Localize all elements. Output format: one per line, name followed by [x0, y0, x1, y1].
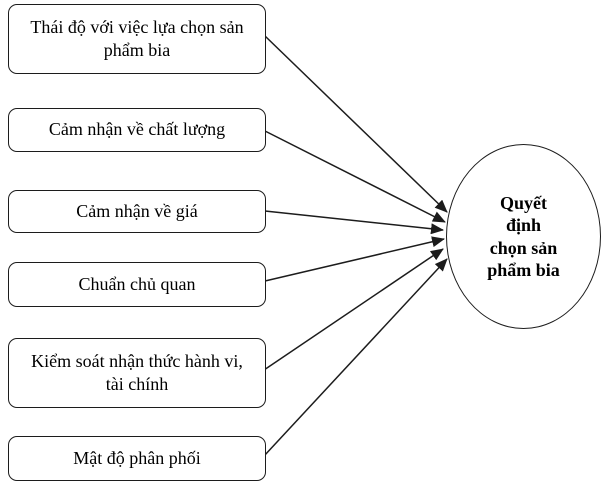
factor-box-perceived-behavioral-control: Kiểm soát nhận thức hành vi, tài chính	[8, 338, 266, 408]
factor-label: Kiểm soát nhận thức hành vi, tài chính	[31, 350, 243, 394]
decision-label-line: định	[505, 215, 542, 235]
arrow-factor1-to-decision	[264, 35, 448, 213]
decision-label-line: chọn sản	[489, 237, 558, 258]
arrow-factor2-to-decision	[264, 130, 446, 223]
factor-label: Chuẩn chủ quan	[78, 273, 196, 294]
factor-label: Thái độ với việc lựa chọn sản phẩm bia	[30, 16, 244, 60]
arrow-factor4-to-decision	[264, 236, 445, 282]
factor-label: Cảm nhận về giá	[76, 200, 198, 221]
arrow-factor5-to-decision	[263, 248, 444, 371]
factor-box-perceived-quality: Cảm nhận về chất lượng	[8, 108, 266, 152]
decision-label-line: phẩm bia	[487, 260, 560, 280]
factor-label: Cảm nhận về chất lượng	[48, 119, 226, 140]
factor-box-subjective-norm: Chuẩn chủ quan	[8, 262, 266, 307]
decision-label-line: Quyết	[500, 192, 547, 213]
factor-box-perceived-price: Cảm nhận về giá	[8, 190, 266, 233]
decision-ellipse: Quyết định chọn sản phẩm bia	[446, 144, 601, 329]
arrow-factor3-to-decision	[264, 210, 444, 235]
factor-box-attitude: Thái độ với việc lựa chọn sản phẩm bia	[8, 4, 266, 74]
factor-box-distribution-density: Mật độ phân phối	[8, 436, 266, 481]
factor-label: Mật độ phân phối	[73, 447, 201, 468]
arrow-factor6-to-decision	[263, 258, 448, 457]
